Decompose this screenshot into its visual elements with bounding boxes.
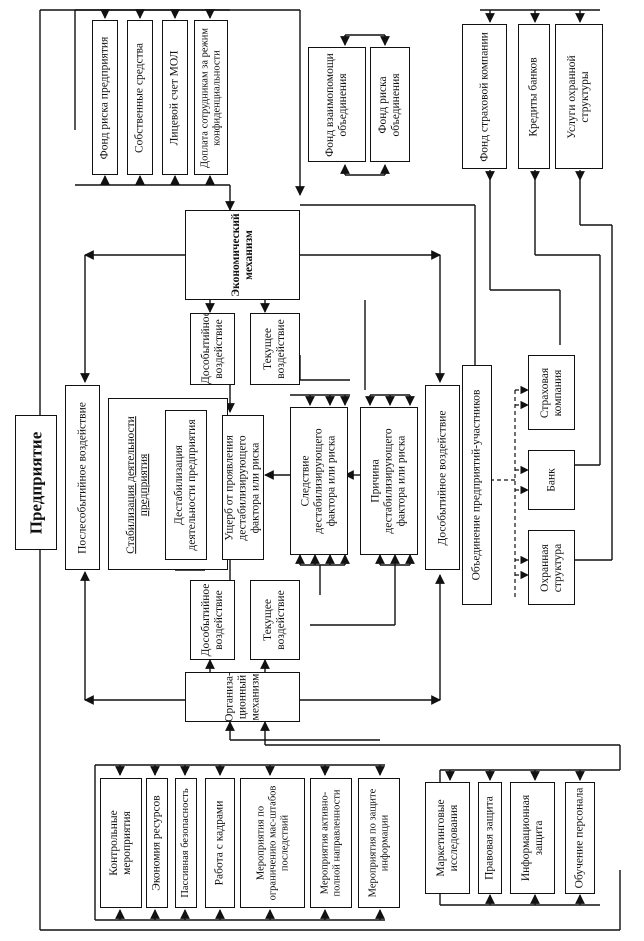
measure-label-2: Экономия ресурсов: [150, 795, 163, 891]
org-effect-box-1: Дособытийное воздействие: [190, 580, 235, 660]
organizational-mechanism-label: Организа-ционный механизм: [223, 672, 261, 722]
enterprise-box: Предприятие: [15, 415, 57, 550]
measure-label-1: Контрольные мероприятия: [108, 810, 133, 876]
measure-box-7: Мероприятия по защите информации: [358, 778, 400, 908]
fund-label-3: Лицевой счет МОЛ: [168, 50, 181, 145]
measure-box-3: Пассивная безопасность: [175, 778, 197, 908]
cause-box: Причина дестабилизирующего фактора или р…: [360, 407, 418, 555]
right-measure-label-3: Информационная защита: [519, 794, 545, 882]
fund-label-4: Доплата сотрудникам за режим конфиденциа…: [199, 27, 222, 168]
org-effect-label-2: Текущее воздействие: [262, 590, 287, 650]
association-fund-box-2: Фонд риска объединения: [370, 47, 410, 162]
right-measure-label-2: Правовая защита: [483, 796, 496, 880]
association-fund-label-1: Фонд взаимопомощи объединения: [324, 52, 349, 157]
organizational-mechanism-box: Организа-ционный механизм: [185, 672, 300, 722]
measure-box-6: Мероприятия активно-полной направленност…: [310, 778, 352, 908]
participant-box-3: Охранная структура: [528, 530, 575, 605]
org-effect-label-1: Дособытийное воздействие: [199, 583, 225, 657]
right-measure-box-2: Правовая защита: [478, 782, 502, 894]
top-right-box-3: Услуги охранной структуры: [555, 24, 603, 169]
right-measure-label-1: Маркетинговые исследования: [434, 799, 460, 877]
top-right-box-2: Кредиты банков: [518, 24, 550, 169]
association-fund-box-1: Фонд взаимопомощи объединения: [308, 47, 366, 162]
consequence-label: Следствие дестабилизирующего фактора или…: [299, 428, 338, 534]
measure-label-4: Работа с кадрами: [213, 800, 226, 886]
right-measure-box-3: Информационная защита: [510, 782, 555, 894]
top-right-box-1: Фонд страховой компании: [462, 24, 507, 169]
enterprise-label: Предприятие: [26, 431, 46, 534]
association-label: Объединение предприятий-участников: [470, 389, 483, 581]
right-measure-box-1: Маркетинговые исследования: [425, 782, 470, 894]
org-effect-box-2: Текущее воздействие: [250, 580, 300, 660]
fund-box-4: Доплата сотрудникам за режим конфиденциа…: [194, 20, 228, 175]
participant-box-2: Банк: [528, 450, 575, 510]
destabilization-box: Дестабилизация деятельности предприятия: [165, 410, 207, 560]
association-fund-label-2: Фонд риска объединения: [377, 72, 402, 137]
damage-box: Ущерб от проявления дестабилизирующего ф…: [222, 415, 264, 560]
association-box: Объединение предприятий-участников: [462, 365, 492, 605]
measure-label-5: Мероприятия по ограничению мас-штабов по…: [254, 785, 290, 901]
participant-box-1: Страховая компания: [528, 355, 575, 430]
measure-label-6: Мероприятия активно-полной направленност…: [319, 789, 342, 897]
participant-label-3: Охранная структура: [538, 543, 564, 592]
stabilization-label: Стабилизация деятельности предприятия: [124, 416, 150, 554]
pre-event-label: Дособытийное воздействие: [436, 409, 449, 546]
damage-label: Ущерб от проявления дестабилизирующего ф…: [223, 434, 262, 541]
measure-label-3: Пассивная безопасность: [180, 788, 192, 898]
measure-box-1: Контрольные мероприятия: [100, 778, 142, 908]
top-right-label-2: Кредиты банков: [527, 56, 540, 137]
post-event-box: Послесобытийное воздействие: [65, 385, 100, 570]
measure-box-2: Экономия ресурсов: [146, 778, 168, 908]
econ-effect-box-2: Текущее воздействие: [250, 313, 300, 385]
participant-label-2: Банк: [545, 468, 558, 492]
fund-label-2: Собственные средства: [133, 42, 146, 153]
measure-box-4: Работа с кадрами: [205, 778, 235, 908]
econ-effect-label-2: Текущее воздействие: [262, 319, 287, 379]
measure-box-5: Мероприятия по ограничению мас-штабов по…: [240, 778, 305, 908]
right-measure-label-4: Обучение персонала: [573, 787, 586, 889]
cause-label: Причина дестабилизирующего фактора или р…: [369, 428, 408, 534]
measure-label-7: Мероприятия по защите информации: [367, 788, 390, 898]
post-event-label: Послесобытийное воздействие: [76, 401, 89, 554]
econ-effect-box-1: Дособытийное воздействие: [190, 313, 235, 385]
pre-event-box: Дособытийное воздействие: [425, 385, 460, 570]
economic-mechanism-label: Экономический механизм: [229, 213, 255, 297]
consequence-box: Следствие дестабилизирующего фактора или…: [290, 407, 348, 555]
fund-label-1: Фонд риска предприятия: [98, 36, 111, 159]
fund-box-2: Собственные средства: [127, 20, 153, 175]
top-right-label-3: Услуги охранной структуры: [566, 54, 591, 139]
stabilization-box: Стабилизация деятельности предприятия: [115, 405, 160, 565]
econ-effect-label-1: Дособытийное воздействие: [199, 313, 225, 384]
top-right-label-1: Фонд страховой компании: [478, 31, 491, 162]
destabilization-label: Дестабилизация деятельности предприятия: [173, 419, 198, 551]
fund-box-3: Лицевой счет МОЛ: [162, 20, 188, 175]
participant-label-1: Страховая компания: [538, 367, 564, 418]
fund-box-1: Фонд риска предприятия: [92, 20, 118, 175]
right-measure-box-4: Обучение персонала: [565, 782, 595, 894]
economic-mechanism-box: Экономический механизм: [185, 210, 300, 300]
